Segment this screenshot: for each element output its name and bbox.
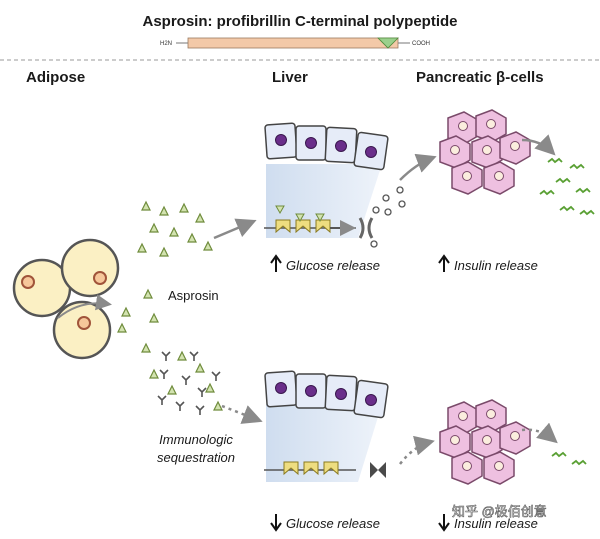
immunologic-label-line1: Immunologic — [159, 432, 233, 447]
secretion-arrow — [57, 294, 112, 319]
diagram-title: Asprosin: profibrillin C-terminal polype… — [142, 13, 457, 30]
insulin-granules-lower — [551, 451, 587, 466]
glucose-release-down-label: Glucose release — [286, 516, 380, 531]
immunologic-label-line2: sequestration — [157, 450, 235, 465]
liver-upper — [264, 122, 406, 248]
asprosin-cluster-middle — [117, 288, 159, 333]
to-pancreas-dotted-arrow — [399, 435, 435, 465]
n-terminus-label: H2N — [160, 41, 172, 47]
up-arrow-icon — [270, 254, 282, 272]
beta-cell-cluster-lower — [439, 399, 531, 485]
insulin-release-up-label: Insulin release — [454, 258, 538, 273]
insulin-release-down-label: Insulin release — [454, 516, 538, 531]
to-liver-dotted-arrow — [221, 404, 263, 424]
section-liver: Liver — [272, 69, 308, 86]
beta-cell-cluster-upper — [439, 109, 531, 195]
liver-lower — [264, 370, 389, 482]
glucose-release-up: Glucose release — [270, 254, 380, 273]
insulin-release-down: Insulin release — [438, 514, 538, 532]
hepatocyte-row-upper — [264, 122, 389, 171]
insulin-secretion-arrow — [521, 134, 556, 156]
to-pancreas-arrow — [399, 153, 437, 181]
protein-bar: H2N COOH — [160, 37, 430, 49]
sequestration-cluster — [141, 342, 223, 415]
adipocytes — [12, 238, 120, 360]
insulin-granules-upper — [539, 157, 595, 216]
down-arrow-icon — [438, 514, 450, 532]
insulin-secretion-dotted-arrow — [521, 422, 558, 444]
asprosin-cluster-upper — [137, 200, 213, 257]
down-arrow-icon — [270, 514, 282, 532]
asprosin-label: Asprosin — [168, 288, 219, 303]
c-terminus-label: COOH — [412, 41, 430, 47]
insulin-release-up: Insulin release — [438, 254, 538, 273]
glucose-release-down: Glucose release — [270, 514, 380, 532]
section-pancreas: Pancreatic β-cells — [416, 69, 544, 86]
profibrillin-bar — [187, 37, 399, 49]
section-adipose: Adipose — [26, 69, 85, 86]
up-arrow-icon — [438, 254, 450, 272]
to-liver-arrow — [213, 218, 257, 240]
glucose-release-up-label: Glucose release — [286, 258, 380, 273]
watermark: 知乎 @极佰创意 — [452, 504, 547, 519]
asprosin-segment — [377, 37, 399, 49]
